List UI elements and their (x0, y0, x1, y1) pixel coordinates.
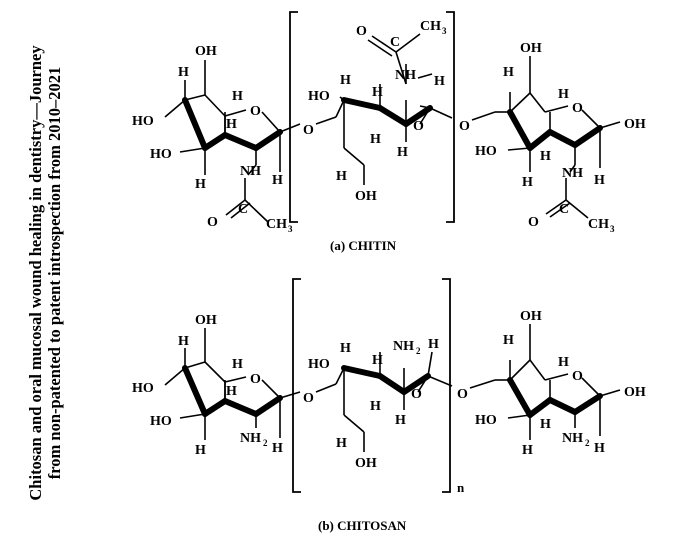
chitin-u1-c: C (238, 202, 248, 217)
chitin-u1-carbonyl-o: O (207, 215, 218, 230)
chitin-u3-ho: HO (475, 144, 497, 159)
chitosan-u1-h: H (178, 334, 189, 349)
chitin-u2-nh: NH (395, 68, 416, 83)
chitosan-u2-h-2: H (372, 353, 383, 368)
chitin-glycosidic-o-1: O (303, 123, 314, 138)
chitin-u2-ch3-sub: 3 (442, 26, 447, 36)
chitosan-u2-ring-o: O (411, 387, 422, 402)
chitin-u2-h-5: H (434, 74, 445, 89)
chitin-u2-oh: OH (355, 189, 377, 204)
chitosan-u3-nh2: NH (562, 431, 583, 446)
chitin-u1-ring-o: O (250, 104, 261, 119)
chitin-u3-ch3: CH (588, 217, 609, 232)
chitosan-u2-h: H (340, 341, 351, 356)
chitosan-u2-h-5: H (428, 337, 439, 352)
chitosan-u2-h-6: H (336, 436, 347, 451)
chitin-caption: (a) CHITIN (330, 238, 397, 253)
chitin-u3-h-4: H (522, 175, 533, 190)
chitosan-u2-ho: HO (308, 357, 330, 372)
chitosan-u2-nh2: NH (393, 339, 414, 354)
chitosan-left-bracket (292, 278, 301, 493)
chitosan-u1-ring-o: O (250, 372, 261, 387)
chitosan-u3-h-2: H (558, 355, 569, 370)
chitosan-u3-ring-o: O (572, 369, 583, 384)
chitin-structure: OH H HO HO H O H H NH H O C CH 3 O (132, 11, 646, 253)
chitosan-u1-h-2: H (232, 357, 243, 372)
chitin-u2-h-6: H (336, 169, 347, 184)
chitin-u1-h-4: H (195, 177, 206, 192)
chitin-u2-h-3: H (370, 132, 381, 147)
chitin-u1-h: H (178, 65, 189, 80)
chitin-u1-ch3: CH (266, 217, 287, 232)
chitin-unit-1: OH H HO HO H O H H NH H O C CH 3 (132, 44, 301, 234)
chitosan-unit-3: OH H H O OH HO H H NH 2 H (475, 309, 646, 458)
chitosan-u1-oh-top: OH (195, 313, 217, 328)
chitosan-u3-h-3: H (540, 417, 551, 432)
chitin-u1-oh-top: OH (195, 44, 217, 59)
repeat-unit-n: n (457, 480, 465, 495)
chitosan-glycosidic-o-1: O (303, 391, 314, 406)
chitosan-u3-nh2-sub: 2 (585, 438, 590, 448)
chitosan-u2-oh: OH (355, 456, 377, 471)
chitin-u2-carbonyl-o: O (356, 24, 367, 39)
chitin-right-bracket (446, 11, 455, 223)
chitin-u3-h-5: H (594, 173, 605, 188)
chitosan-u1-ho-2: HO (150, 414, 172, 429)
chitosan-u1-nh2: NH (240, 431, 261, 446)
chitosan-u1-h-5: H (272, 441, 283, 456)
chitin-u2-ch3: CH (420, 19, 441, 34)
chitin-u3-oh-top: OH (520, 41, 542, 56)
chitosan-u1-h-4: H (195, 443, 206, 458)
chitin-u3-h-3: H (540, 149, 551, 164)
chitin-u3-c: C (559, 202, 569, 217)
chitin-u1-h-3: H (226, 117, 237, 132)
chitin-u1-h-2: H (232, 89, 243, 104)
chitin-u3-oh: OH (624, 117, 646, 132)
chitosan-u1-nh2-sub: 2 (263, 438, 268, 448)
chitosan-u3-oh: OH (624, 385, 646, 400)
chitin-u3-ring-o: O (572, 101, 583, 116)
chitin-u1-ho: HO (132, 114, 154, 129)
chitosan-structure: n OH H HO HO H O H (132, 278, 646, 533)
chitin-u1-ch3-sub: 3 (288, 224, 293, 234)
chitosan-u2-h-4: H (395, 413, 406, 428)
chitosan-u2-h-3: H (370, 399, 381, 414)
chitin-u3-h-2: H (558, 87, 569, 102)
chitin-u1-nh: NH (240, 164, 261, 179)
chitin-u2-ho: HO (308, 89, 330, 104)
chitosan-u3-h-4: H (522, 443, 533, 458)
chitosan-caption: (b) CHITOSAN (318, 518, 407, 533)
chitin-u3-nh: NH (562, 166, 583, 181)
chitosan-u3-h: H (503, 333, 514, 348)
chitin-u3-ch3-sub: 3 (610, 224, 615, 234)
chitin-u2-h-2: H (372, 85, 383, 100)
chitin-u3-carbonyl-o: O (528, 215, 539, 230)
chitosan-u3-h-5: H (594, 441, 605, 456)
chitosan-glycosidic-o-2: O (457, 387, 468, 402)
chitin-u3-h: H (503, 65, 514, 80)
chitosan-u2-nh2-sub: 2 (416, 346, 421, 356)
chitosan-unit-2: H HO H H H O H NH 2 H OH (308, 337, 453, 471)
chitin-u1-ho-2: HO (150, 147, 172, 162)
chitin-u2-h: H (340, 73, 351, 88)
chitin-u2-ring-o: O (413, 119, 424, 134)
chitin-u2-c: C (390, 35, 400, 50)
chitosan-u3-ho: HO (475, 413, 497, 428)
chitosan-u1-ho: HO (132, 381, 154, 396)
chitin-unit-3: OH H H O OH HO H H NH H O C CH 3 (475, 41, 646, 234)
chitin-u1-h-5: H (272, 173, 283, 188)
chitosan-u1-h-3: H (226, 384, 237, 399)
chitosan-unit-1: OH H HO HO H O H H NH 2 H (132, 313, 301, 458)
chitin-u2-h-4: H (397, 145, 408, 160)
chitin-left-bracket (289, 11, 298, 223)
chitin-glycosidic-o-2: O (459, 119, 470, 134)
chitin-unit-2: H HO H H H O H NH H OH O C CH 3 (308, 19, 453, 204)
chitosan-u3-oh-top: OH (520, 309, 542, 324)
